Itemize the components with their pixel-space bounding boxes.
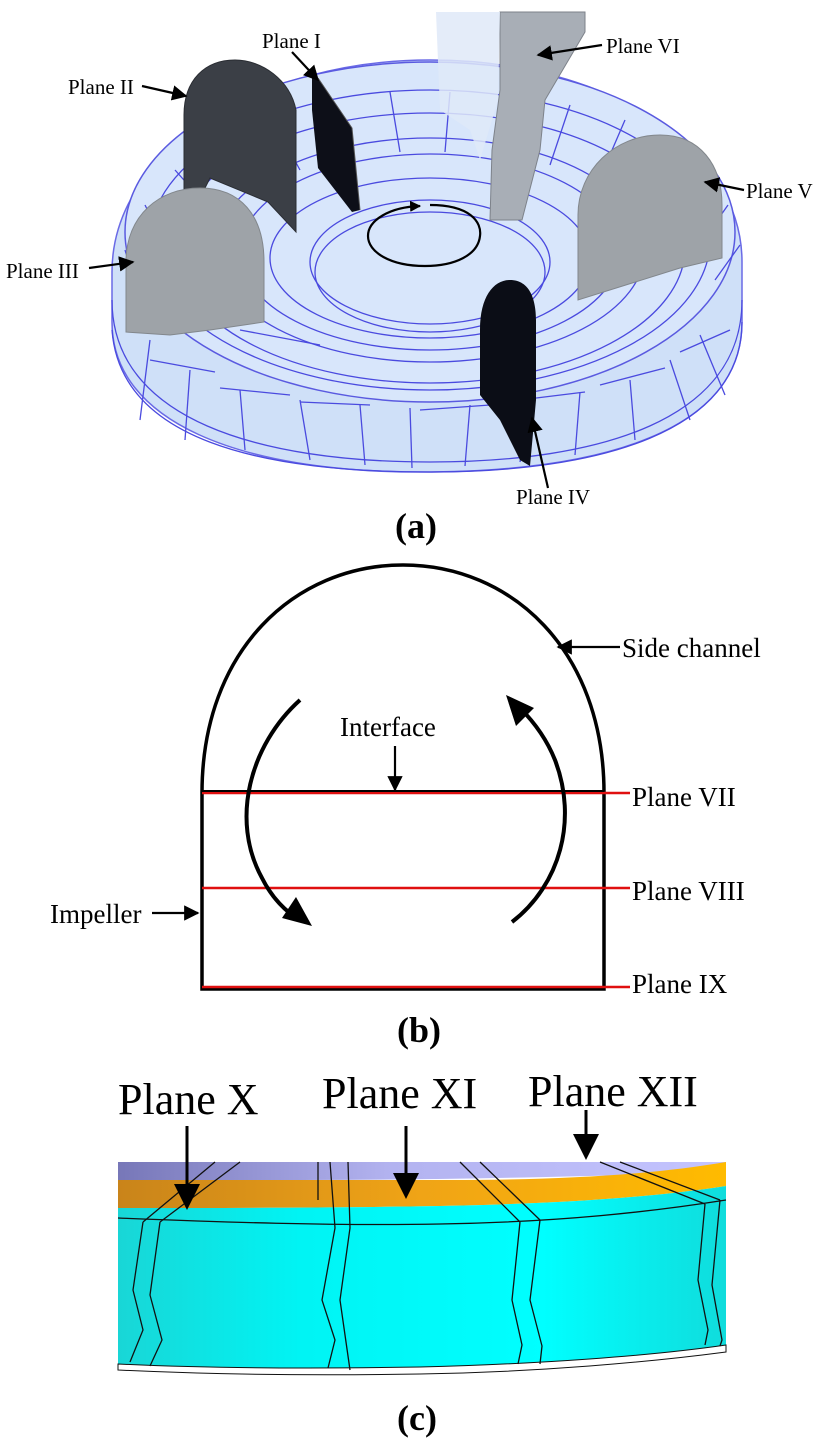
label-impeller: Impeller: [50, 899, 141, 929]
label-plane-viii: Plane VIII: [632, 876, 745, 906]
label-plane-vii: Plane VII: [632, 782, 736, 812]
impeller-outline: [200, 793, 606, 991]
vortex-right-arrowhead: [506, 695, 534, 726]
label-plane-x: Plane X: [118, 1075, 259, 1124]
band-orange: [118, 1162, 726, 1208]
plane-ii-shape: [183, 59, 297, 234]
leader-arrowhead-plane-xi: [393, 1173, 419, 1199]
label-plane-iii: Plane III: [6, 259, 79, 283]
panel-b-leaders: [152, 639, 620, 921]
caption-b: (b): [397, 1010, 441, 1050]
label-plane-ii: Plane II: [68, 75, 134, 99]
panel-c-wireframe: [117, 1161, 727, 1371]
panel-b: Side channel Interface Impeller Plane VI…: [50, 563, 761, 1050]
label-plane-ix: Plane IX: [632, 969, 728, 999]
label-side-channel: Side channel: [622, 633, 761, 663]
label-plane-v: Plane V: [746, 179, 813, 203]
vortex-left-arrow: [244, 698, 302, 922]
label-plane-i: Plane I: [262, 29, 321, 53]
plane-i-edge: [317, 77, 361, 211]
label-plane-xi: Plane XI: [322, 1069, 477, 1118]
band-cyan: [118, 1186, 726, 1368]
leader-arrowhead-plane-xii: [573, 1134, 599, 1160]
panel-c: Plane X Plane XI Plane XII (c): [117, 1067, 727, 1438]
plane-iv-shape: [480, 280, 536, 466]
caption-c: (c): [397, 1398, 437, 1438]
side-channel-outline: [200, 563, 606, 794]
flow-direction-arrow: [366, 200, 482, 268]
label-interface: Interface: [340, 712, 436, 742]
plane-vi-shape: [489, 11, 586, 221]
label-plane-iv: Plane IV: [516, 485, 590, 509]
label-plane-vi: Plane VI: [606, 34, 680, 58]
panel-a: Plane I Plane II Plane III Plane IV Plan…: [6, 11, 813, 546]
plane-i-shape: [312, 78, 360, 212]
caption-a: (a): [395, 506, 437, 546]
panel-a-leaders: [88, 43, 745, 489]
leader-arrowhead-plane-x: [174, 1184, 200, 1210]
plane-iii-shape: [125, 187, 265, 336]
band-lavender: [118, 1162, 726, 1180]
label-plane-xii: Plane XII: [528, 1067, 698, 1116]
vortex-right-arrow: [510, 706, 567, 924]
bottom-rim: [117, 1344, 727, 1376]
vortex-left-arrowhead: [282, 897, 312, 926]
plane-vi-highlight: [436, 12, 500, 160]
plane-v-shape: [577, 134, 723, 301]
